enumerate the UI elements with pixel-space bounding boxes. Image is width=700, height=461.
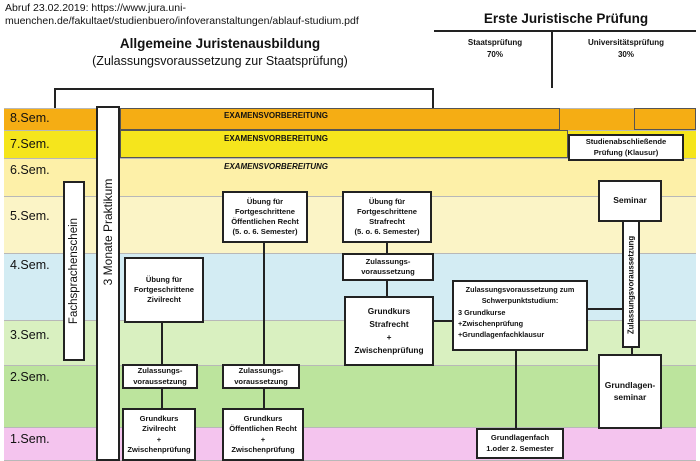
semester-label-4: 4.Sem. (10, 258, 50, 272)
semester-label-2: 2.Sem. (10, 370, 50, 384)
main-subtitle: (Zulassungsvoraussetzung zur Staatsprüfu… (92, 54, 348, 68)
universitaetspruefung-label: Universitätsprüfung 30% (587, 38, 664, 59)
grundlagenfach-box: Grundlagenfach 1.oder 2. Semester (476, 428, 564, 459)
source-note-line-1: Abruf 23.02.2019: https://www.jura.uni- (5, 2, 186, 14)
source-note-line-2: muenchen.de/fakultaet/studienbuero/infov… (5, 14, 359, 27)
grundkurs-zivilrecht-box: Grundkurs Zivilrecht + Zwischenprüfung (122, 408, 196, 461)
exam-prep-bar-sem-8 (120, 108, 560, 130)
praktikum-label: 3 Monate Praktikum (101, 178, 115, 286)
fachsprachenschein-bar (63, 181, 85, 361)
exam-prep-label-sem-8: EXAMENSVORBEREITUNG (224, 111, 329, 120)
bracket-right-leg (432, 88, 434, 108)
source-note: Abruf 23.02.2019: https://www.jura.uni- … (5, 2, 359, 27)
uebung-strafrecht-box: Übung für Fortgeschrittene Strafrecht (5… (342, 191, 432, 243)
semester-label-3: 3.Sem. (10, 328, 50, 342)
exam-title: Erste Juristische Prüfung (483, 11, 649, 26)
zulassung-right-label: Zulassungsvoraussetzung (626, 235, 636, 335)
exam-prep-label-sem-6: EXAMENSVORBEREITUNG (224, 162, 329, 171)
exam-prep-label-sem-7: EXAMENSVORBEREITUNG (224, 134, 329, 143)
praktikum-bar (96, 106, 120, 461)
connector-grundlagen-up (631, 347, 633, 355)
exam-divider (551, 30, 553, 88)
staatspruefung-label: Staatsprüfung 70% (467, 38, 523, 59)
exam-prep-bar-sem-8-right (634, 108, 696, 130)
semester-label-5: 5.Sem. (10, 209, 50, 223)
uebung-oeffentliches-recht-box: Übung für Fortgeschrittene Öffentlichen … (222, 191, 308, 243)
semester-label-6: 6.Sem. (10, 163, 50, 177)
fachsprachenschein-label: Fachsprachenschein (68, 217, 80, 325)
zulassung-zivilrecht-box: Zulassungs- voraussetzung (122, 364, 198, 389)
zulassung-strafrecht-box: Zulassungs- voraussetzung (342, 253, 434, 281)
semester-label-8: 8.Sem. (10, 111, 50, 125)
uebung-zivilrecht-box: Übung für Fortgeschrittene Zivilrecht (124, 257, 204, 323)
semester-label-1: 1.Sem. (10, 432, 50, 446)
main-title: Allgemeine Juristenausbildung (119, 36, 321, 51)
connector-strafr-middle (386, 280, 388, 297)
exam-title-underline (434, 30, 696, 32)
exam-prep-bar-sem-7 (120, 130, 568, 158)
connector-oeffr-lower (263, 388, 265, 410)
semester-label-7: 7.Sem. (10, 137, 50, 151)
connector-zivilrecht-lower (161, 388, 163, 410)
zulassung-schwerpunktstudium-box: Zulassungsvoraussetzung zum Schwerpunkts… (452, 280, 588, 351)
connector-strafr-upper (386, 241, 388, 254)
connector-oeffr-upper (263, 241, 265, 366)
connector-zivilrecht-upper (161, 322, 163, 366)
studienabschliessende-pruefung-box: Studienabschließende Prüfung (Klausur) (568, 134, 684, 161)
zulassung-oeffr-box: Zulassungs- voraussetzung (222, 364, 300, 389)
connector-schwerpunkt-left (434, 320, 454, 322)
connector-schwerpunkt-right (587, 308, 631, 310)
grundkurs-oeffr-box: Grundkurs Öffentlichen Recht + Zwischenp… (222, 408, 304, 461)
grundlagenseminar-box: Grundlagen- seminar (598, 354, 662, 429)
bracket-horizontal (54, 88, 434, 90)
bracket-left-leg (54, 88, 56, 108)
seminar-box: Seminar (598, 180, 662, 222)
grundkurs-strafrecht-box: Grundkurs Strafrecht + Zwischenprüfung (344, 296, 434, 366)
connector-schwerpunkt-down (515, 350, 517, 428)
